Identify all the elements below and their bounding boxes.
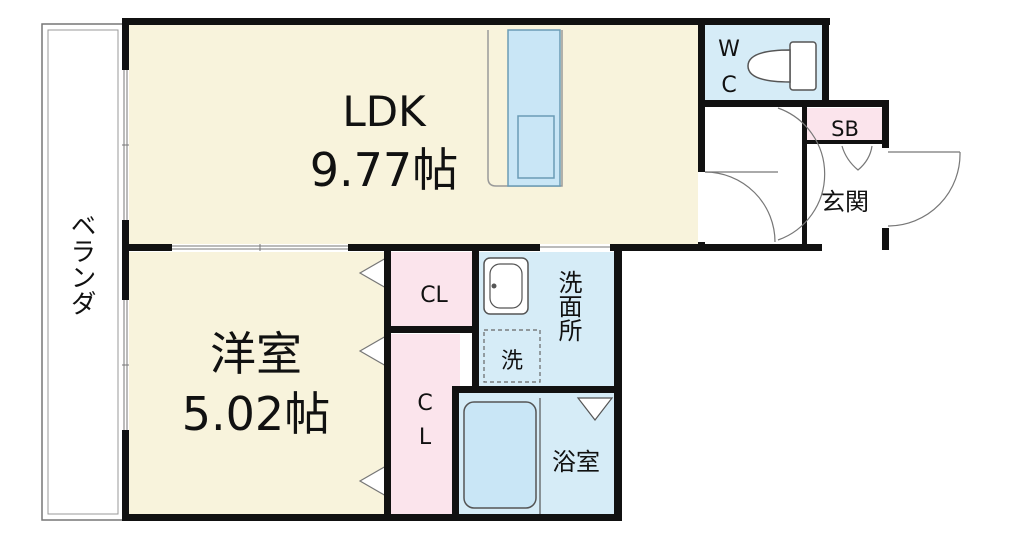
western-room-size-label: 5.02帖 xyxy=(182,387,330,441)
walls xyxy=(122,18,889,521)
ldk-floor xyxy=(128,24,700,246)
hallway-floor xyxy=(705,104,803,246)
wc-label-w: W xyxy=(718,37,740,62)
window-openings xyxy=(122,70,889,430)
washer-space xyxy=(483,329,541,383)
ldk-size-label: 9.77帖 xyxy=(310,143,458,197)
wc-label-c: C xyxy=(721,73,736,98)
entrance-floor xyxy=(806,146,884,246)
closet-top-floor xyxy=(390,252,474,330)
western-closet-doors xyxy=(358,256,387,498)
closet-side-floor xyxy=(390,334,460,516)
washroom-label: 洗面所 xyxy=(554,270,582,342)
kitchen-stove xyxy=(517,115,555,179)
ldk-name-label: LDK xyxy=(342,87,427,136)
western-room-name-label: 洋室 xyxy=(210,327,302,381)
bathtub xyxy=(463,401,537,509)
bathroom-label: 浴室 xyxy=(552,448,600,476)
veranda-area xyxy=(41,23,125,521)
entrance-label: 玄関 xyxy=(821,188,869,216)
washbasin-fixture xyxy=(483,257,529,315)
closet-side-label-l: L xyxy=(419,425,432,450)
washer-label: 洗 xyxy=(501,349,523,374)
shoe-box-label: SB xyxy=(831,117,859,141)
closet-top-label: CL xyxy=(420,283,448,308)
western-room-floor xyxy=(128,252,390,516)
toilet-fixture xyxy=(747,41,817,91)
bathroom-door-mark xyxy=(576,397,614,421)
shoe-box-floor xyxy=(806,108,884,144)
veranda-inner-line xyxy=(47,29,119,515)
door-swings xyxy=(704,107,961,243)
closet-side-label-c: C xyxy=(417,391,432,416)
kitchen-sink-counter xyxy=(507,29,561,187)
kitchen-counter xyxy=(487,30,563,187)
veranda-label: ベランダ xyxy=(66,212,96,316)
